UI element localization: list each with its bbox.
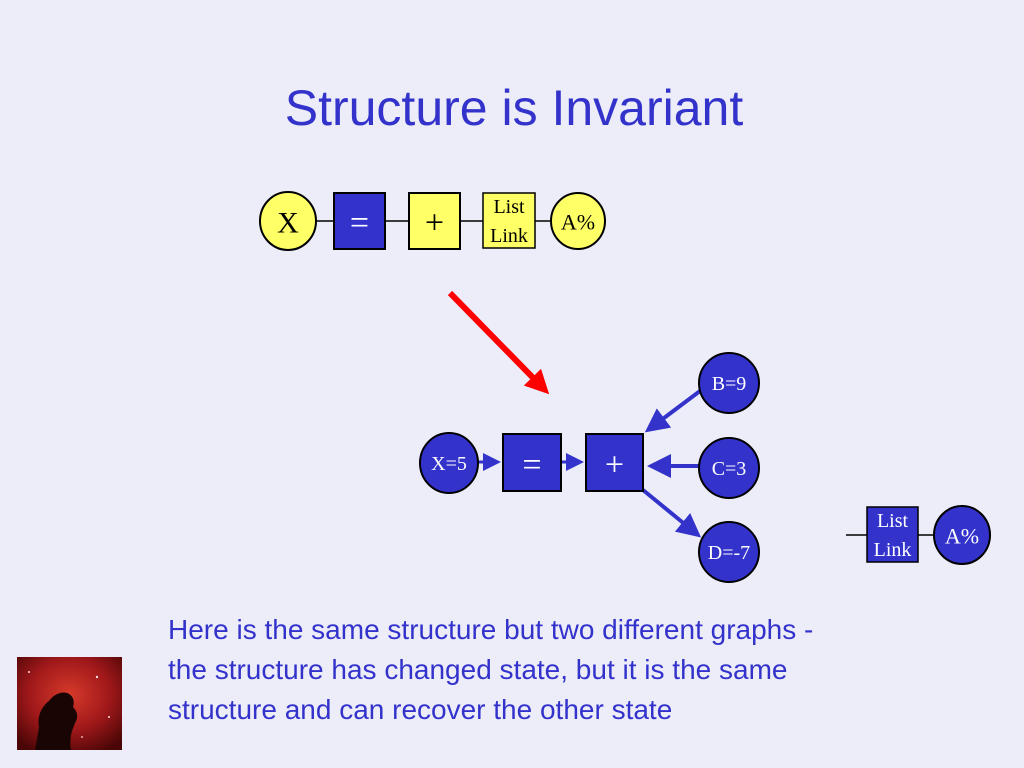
caption-line-1: Here is the same structure but two diffe… bbox=[168, 614, 814, 645]
top-a-label: A% bbox=[561, 210, 595, 235]
top-x-label: X bbox=[277, 207, 299, 240]
top-list-link-line1: List bbox=[493, 196, 525, 218]
bottom-plus-label: + bbox=[605, 447, 624, 484]
top-a-node: A% bbox=[550, 192, 606, 250]
b9-node: B=9 bbox=[698, 352, 760, 414]
caption-line-2: the structure has changed state, but it … bbox=[168, 654, 788, 685]
horsehead-nebula-image bbox=[17, 657, 122, 750]
x5-node: X=5 bbox=[419, 432, 479, 494]
edge-b-to-plus bbox=[644, 389, 702, 433]
d7-node: D=-7 bbox=[698, 521, 760, 583]
detached-list-link-line2: Link bbox=[874, 539, 912, 561]
detached-group: List Link A% bbox=[846, 505, 991, 565]
top-list-link-node: List Link bbox=[482, 192, 536, 249]
b9-label: B=9 bbox=[712, 373, 747, 395]
slide-title: Structure is Invariant bbox=[284, 80, 744, 136]
red-arrow-icon bbox=[447, 290, 550, 395]
c3-node: C=3 bbox=[698, 437, 760, 499]
x5-label: X=5 bbox=[431, 453, 467, 475]
caption: Here is the same structure but two diffe… bbox=[168, 610, 988, 730]
c3-label: C=3 bbox=[712, 458, 747, 480]
d7-label: D=-7 bbox=[708, 542, 750, 564]
detached-list-link-line1: List bbox=[877, 510, 909, 532]
caption-line-3: structure and can recover the other stat… bbox=[168, 694, 673, 725]
bottom-graph: X=5 = + B=9 C=3 D=-7 bbox=[419, 352, 760, 583]
detached-list-link-node: List Link bbox=[866, 506, 919, 563]
top-graph: X = + List Link A% bbox=[259, 191, 606, 251]
edge-plus-to-d bbox=[641, 488, 702, 538]
top-plus-label: + bbox=[425, 205, 444, 242]
bottom-equals-node: = bbox=[502, 433, 562, 492]
top-list-link-line2: Link bbox=[490, 225, 528, 247]
bottom-equals-label: = bbox=[522, 447, 541, 484]
detached-a-node: A% bbox=[933, 505, 991, 565]
bottom-plus-node: + bbox=[585, 433, 644, 492]
top-x-node: X bbox=[259, 191, 317, 251]
detached-a-label: A% bbox=[945, 524, 979, 549]
top-equals-label: = bbox=[350, 205, 369, 242]
top-equals-node: = bbox=[333, 192, 386, 250]
top-plus-node: + bbox=[408, 192, 461, 250]
